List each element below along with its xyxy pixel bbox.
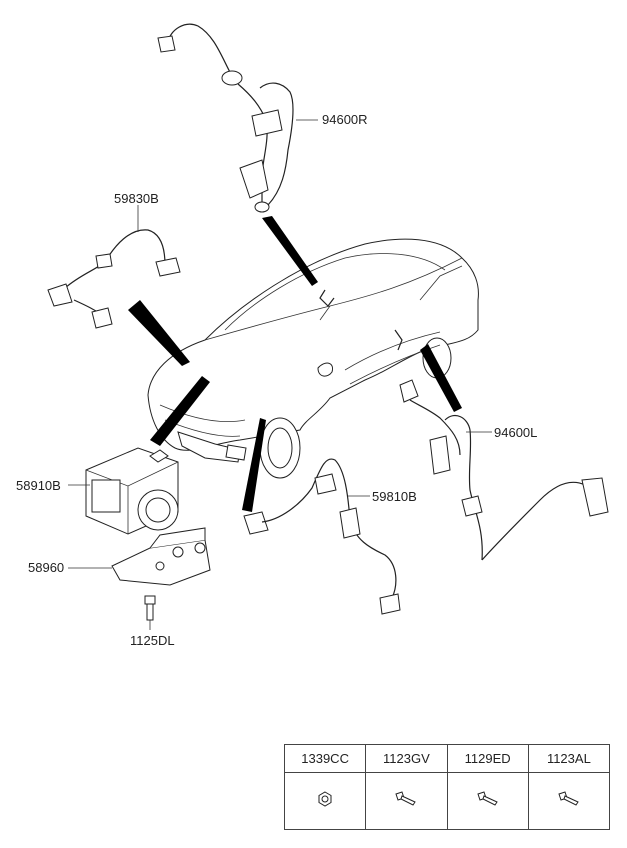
rear-right-wheel-sensor [47,229,181,329]
legend-header-1123GV: 1123GV [365,744,448,773]
callout-58960: 58960 [28,560,64,575]
callout-94600R: 94600R [322,112,368,127]
abs-bracket [111,527,211,586]
callout-59810B: 59810B [372,489,417,504]
front-right-wheel-sensor [157,23,335,307]
bolt-icon [558,790,579,806]
fastener-legend-table: 1339CC 1123GV 1129ED 1123AL [283,744,611,830]
callout-1125DL: 1125DL [130,633,175,648]
legend-header-1123AL: 1123AL [527,744,611,773]
legend-header-row: 1339CC 1123GV 1129ED 1123AL [283,744,611,773]
front-left-wheel-sensor [394,329,609,561]
bolt-icon [476,790,498,806]
legend-header-1129ED: 1129ED [446,744,529,773]
callout-59830B: 59830B [114,191,159,206]
abs-hydraulic-module [85,447,179,535]
abs-bracket-bolt [144,595,156,621]
callout-58910B: 58910B [16,478,61,493]
pointer-wedges [128,216,462,512]
rear-left-wheel-sensor [243,458,401,615]
legend-header-1339CC: 1339CC [283,744,367,773]
nut-icon [318,790,332,807]
legend-icon-row [283,772,611,830]
callout-94600L: 94600L [494,425,537,440]
bolt-icon [395,790,417,806]
leader-lines [68,119,492,630]
